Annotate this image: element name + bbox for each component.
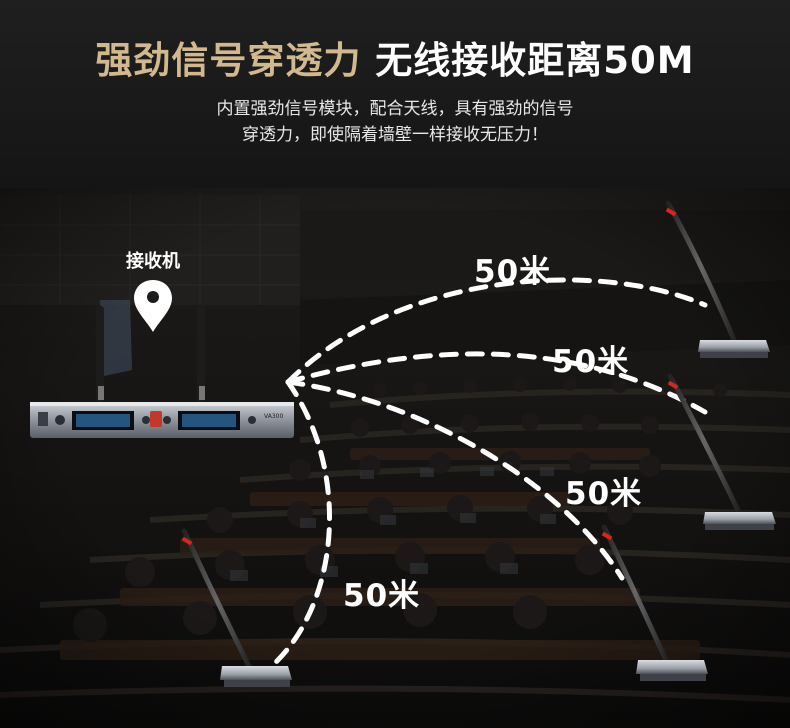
- location-pin-icon: [134, 280, 172, 332]
- microphone-mid-right: [667, 373, 776, 530]
- signal-arc-bottom: [272, 379, 332, 666]
- subtitle-line-1: 内置强劲信号模块，配合天线，具有强劲的信号: [216, 99, 574, 119]
- signal-arcs: [272, 277, 708, 666]
- signal-arc-top: [285, 277, 708, 385]
- microphone-bottom-right: [601, 524, 708, 681]
- distance-label-lower-mid: 50米: [565, 476, 643, 512]
- distance-label-bottom: 50米: [343, 578, 421, 614]
- microphone-top-right: [665, 200, 770, 358]
- microphone-bottom-left: [181, 528, 292, 687]
- receiver-unit: VA300: [30, 304, 294, 438]
- header-section: 强劲信号穿透力 无线接收距离50M 内置强劲信号模块，配合天线，具有强劲的信号 …: [0, 0, 790, 188]
- page-title: 强劲信号穿透力 无线接收距离50M: [0, 30, 790, 84]
- title-accent-text: 强劲信号穿透力: [95, 39, 362, 82]
- title-main-text: 无线接收距离50M: [375, 39, 695, 82]
- conference-hall-scene: VA300: [0, 188, 790, 728]
- receiver-panel-badge: VA300: [264, 413, 283, 420]
- receiver-label: 接收机: [126, 251, 180, 272]
- signal-arc-lower-mid: [285, 379, 625, 581]
- subtitle-line-2: 穿透力，即使隔着墙壁一样接收无压力！: [242, 125, 548, 145]
- distance-label-upper-mid: 50米: [552, 344, 630, 380]
- distance-label-top: 50米: [474, 254, 552, 290]
- signal-arc-upper-mid: [285, 351, 708, 415]
